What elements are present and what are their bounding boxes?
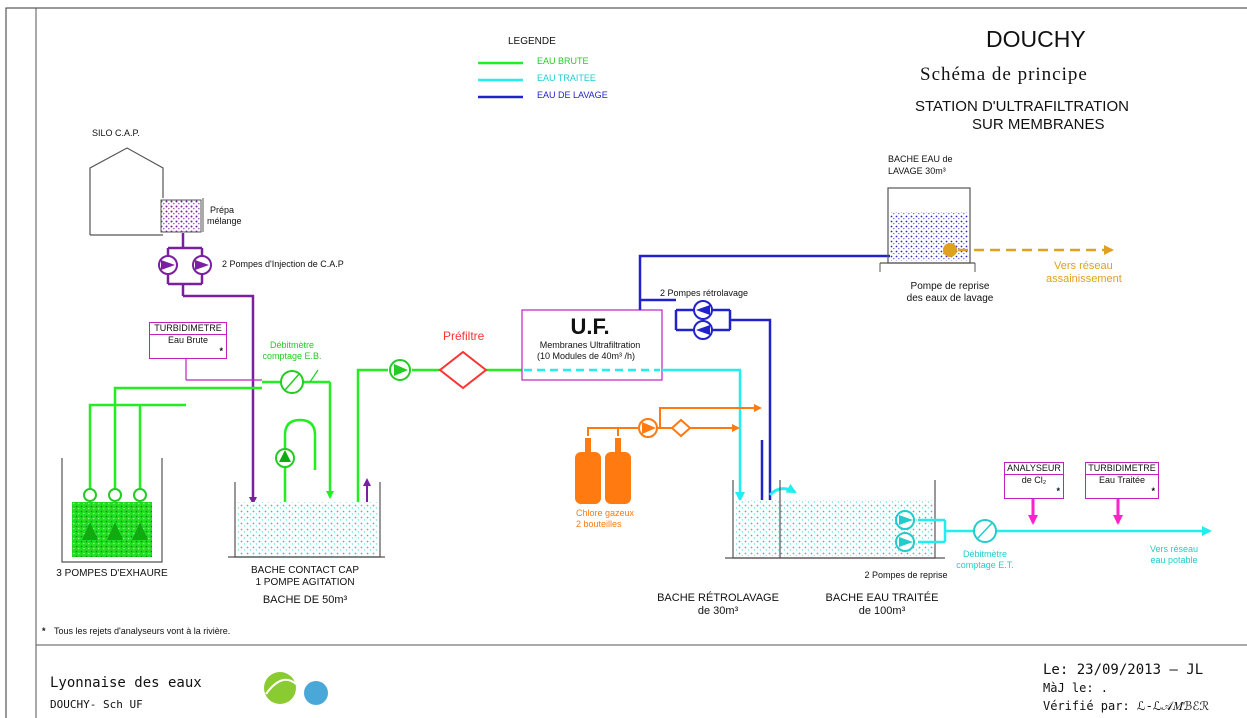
contact-label-1: BACHE CONTACT CAP: [251, 565, 359, 576]
exhaure-pumps: [82, 488, 148, 540]
contact-label-3: BACHE DE 50m³: [262, 594, 348, 606]
uf-sub-2: (10 Modules de 40m³ /h): [536, 351, 636, 361]
turbidimeter-raw-title: TURBIDIMETRE: [150, 323, 226, 335]
prepa-label-2: mélange: [207, 216, 242, 226]
drawing-reference: DOUCHY- Sch UF: [50, 698, 143, 711]
chlorine-line: [587, 404, 762, 436]
wash-pump-label-2: des eaux de lavage: [906, 293, 994, 304]
debitmeter-raw: [280, 369, 319, 394]
raw-water-line: [262, 380, 334, 499]
turbidimeter-treated-star: *: [1151, 485, 1155, 496]
analyser-title: ANALYSEUR: [1005, 463, 1063, 475]
update-line: MàJ le: .: [1043, 681, 1109, 695]
wash-pump-label-1: Pompe de reprise: [910, 281, 990, 292]
sewer-label-1: Vers réseau: [1054, 260, 1113, 272]
drawing-border: [5, 7, 1247, 718]
chlorine-label-2: 2 bouteilles: [576, 519, 622, 529]
footnote-star: *: [42, 626, 46, 636]
potable-label-1: Vers réseau: [1149, 544, 1199, 554]
drawing-title: DOUCHY: [986, 26, 1086, 52]
contact-label-2: 1 POMPE AGITATION: [255, 577, 355, 588]
verified-line: Vérifié par: ℒ-ℒ𝒜𝑀ℬℰℛ: [1043, 699, 1210, 713]
footnote-text: Tous les rejets d'analyseurs vont à la r…: [54, 626, 231, 636]
debitmeter-treated-label-1: Débitmètre: [962, 549, 1008, 559]
retro-label-1: BACHE RÉTROLAVAGE: [657, 592, 779, 604]
wash-reprise-pump: [943, 243, 957, 257]
legend-title: LEGENDE: [508, 36, 556, 47]
silo-cap: [89, 147, 164, 236]
reprise-pumps: [918, 518, 1212, 544]
turbidimeter-raw-box: TURBIDIMETRE Eau Brute *: [149, 322, 227, 359]
treated-water-line: [662, 368, 745, 502]
cap-pumps: [166, 233, 257, 505]
legend-wash-water: EAU DE LAVAGE: [537, 90, 608, 100]
turbidimeter-treated-sub: Eau Traitée: [1098, 474, 1146, 485]
debitmeter-raw-label-1: Débitmètre: [269, 340, 315, 350]
turbidimeter-raw-sub: Eau Brute: [167, 334, 209, 345]
company-name: Lyonnaise des eaux: [50, 675, 202, 691]
cap-pumps-label: 2 Pompes d'Injection de C.A.P: [222, 259, 344, 269]
exhaure-tank: [61, 458, 163, 563]
wash-tank-label-2: LAVAGE 30m³: [888, 166, 946, 176]
chlorine-analyser-box: ANALYSEUR de Cl₂ *: [1004, 462, 1064, 499]
analyser-star: *: [1056, 485, 1060, 496]
cap-pump-symbols: [158, 255, 212, 275]
exhaure-label: 3 POMPES D'EXHAURE: [56, 568, 168, 579]
heading-line-1: STATION D'ULTRAFILTRATION: [915, 98, 1129, 115]
debitmeter-treated-label-2: comptage E.T.: [956, 560, 1014, 570]
turbidimeter-treated-box: TURBIDIMETRE Eau Traitée *: [1085, 462, 1159, 499]
legend-lines: [478, 61, 523, 99]
potable-label-2: eau potable: [1150, 555, 1198, 565]
drawing-subtitle: Schéma de principe: [920, 64, 1088, 85]
reprise-pumps-label: 2 Pompes de reprise: [864, 570, 948, 580]
date-line: Le: 23/09/2013 – JL: [1043, 662, 1204, 678]
wash-water-tank: [879, 187, 976, 272]
contact-tank: [228, 482, 385, 558]
analyser-sub: de Cl₂: [1021, 474, 1047, 485]
chlorine-bottles: [575, 438, 631, 504]
legend-raw-water: EAU BRUTE: [537, 56, 589, 66]
uf-title: U.F.: [570, 314, 610, 339]
legend-treated-water: EAU TRAITEE: [537, 73, 596, 83]
retro-label-2: de 30m³: [697, 605, 739, 617]
backwash-pumps-label: 2 Pompes rétrolavage: [660, 288, 749, 298]
heading-line-2: SUR MEMBRANES: [972, 116, 1105, 133]
wash-tank-label-1: BACHE EAU de: [888, 154, 953, 164]
chlorine-label-1: Chlore gazeux: [576, 508, 635, 518]
turbidimeter-raw-star: *: [219, 345, 223, 356]
contact-outlet: [356, 368, 522, 502]
exhaure-pipes: [88, 386, 262, 490]
debitmeter-treated: [973, 519, 997, 543]
backwash-line: [638, 252, 907, 525]
treated-tank-label-2: de 100m³: [858, 605, 906, 617]
agitation-loop: [283, 418, 317, 502]
prefilter-label: Préfiltre: [443, 329, 485, 343]
uf-module-box: [521, 309, 663, 381]
silo-label: SILO C.A.P.: [92, 128, 140, 138]
prefilter-symbol: [438, 350, 488, 390]
prepa-tank: [160, 199, 202, 233]
treated-tank-label-1: BACHE EAU TRAITÉE: [825, 592, 939, 604]
prepa-label-1: Prépa: [210, 205, 235, 215]
uf-sub-1: Membranes Ultrafiltration: [539, 340, 641, 350]
debitmeter-raw-label-2: comptage E.B.: [262, 351, 322, 361]
turbidimeter-treated-title: TURBIDIMETRE: [1086, 463, 1158, 475]
sewer-label-2: assainissement: [1046, 273, 1122, 285]
suez-logo-icon: [264, 672, 328, 705]
backwash-pumps: [693, 300, 713, 340]
